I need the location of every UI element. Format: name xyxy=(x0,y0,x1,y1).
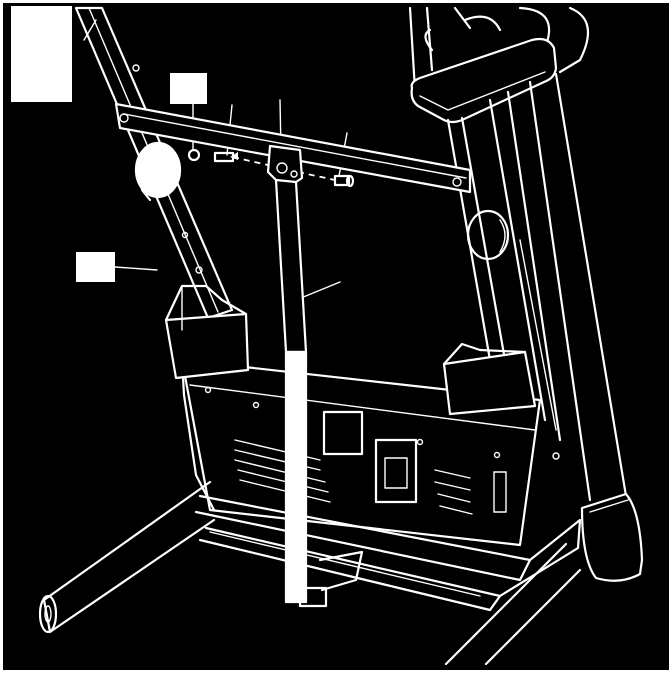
right-upright xyxy=(408,6,628,502)
vent-grille-right xyxy=(434,469,473,515)
diagram-panel xyxy=(3,3,669,670)
base-frame xyxy=(38,480,582,666)
strut-base-bracket xyxy=(298,586,328,608)
small-panel xyxy=(322,410,364,456)
bolt xyxy=(333,174,351,187)
callout-box-top-left xyxy=(11,6,72,102)
right-foot-cap xyxy=(580,492,644,582)
callout-box-upright xyxy=(76,252,115,282)
callout-box-bolt xyxy=(170,73,207,104)
leader-line-upright xyxy=(114,266,158,271)
hydraulic-strut xyxy=(274,178,328,608)
strut-bracket xyxy=(266,144,304,186)
nut xyxy=(187,148,201,162)
left-upright xyxy=(74,6,234,320)
left-knob xyxy=(134,141,182,202)
fastener-set xyxy=(187,148,355,188)
power-socket xyxy=(374,438,418,504)
right-mount-block xyxy=(442,342,537,416)
left-mount-block xyxy=(164,284,250,380)
